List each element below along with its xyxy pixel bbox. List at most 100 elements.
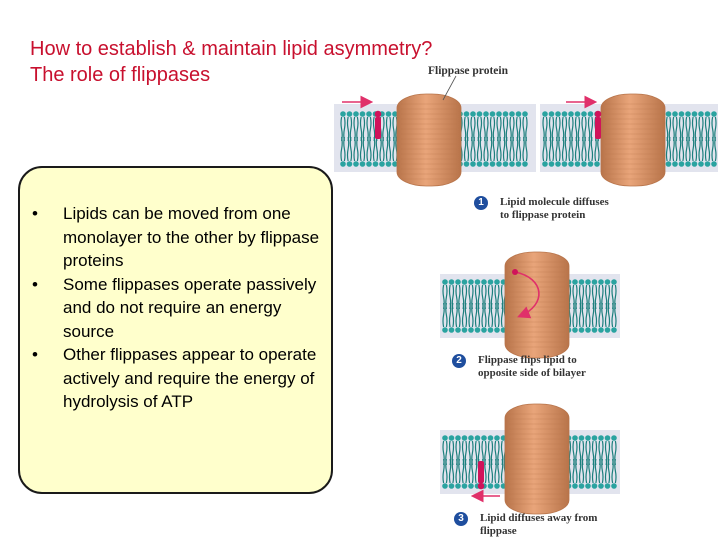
lipid-tail (555, 136, 558, 162)
lipid-tail (353, 136, 356, 162)
lipid-head (598, 327, 604, 333)
lipid-tail (359, 136, 363, 162)
lipid-tail (685, 136, 688, 162)
lipid-head (474, 435, 481, 441)
lipid-head (496, 161, 502, 167)
lipid-tail (473, 136, 476, 162)
lipid-tail (588, 458, 591, 484)
lipid-head (587, 161, 594, 167)
lipid-tail (542, 136, 545, 162)
lipid-tail (442, 458, 445, 484)
lipid-tail (607, 302, 611, 328)
lipid-head (461, 435, 468, 441)
lipid-tail (479, 136, 483, 162)
lipid-head (340, 111, 346, 117)
lipid-head (346, 161, 353, 167)
lipid-head (468, 483, 474, 489)
lipid-tail (597, 136, 600, 162)
lipid-head (487, 327, 494, 333)
lipid-tail (585, 302, 588, 328)
lipid-head (487, 435, 494, 441)
bullet-list: • Lipids can be moved from one monolayer … (32, 202, 322, 414)
lipid-tail (558, 136, 561, 162)
lipid-tail (483, 136, 486, 162)
lipid-tail (499, 136, 502, 162)
lipid-tail (591, 458, 595, 484)
lipid-tail (614, 302, 617, 328)
lipid-head (392, 111, 398, 117)
lipid-tail (575, 458, 578, 484)
lipid-head (487, 279, 494, 285)
lipid-head (442, 327, 448, 333)
lipid-head (591, 483, 598, 489)
lipid-tail (584, 136, 587, 162)
lipid-tail (343, 136, 346, 162)
lipid-head (448, 327, 455, 333)
lipid-head (611, 435, 617, 441)
protein-body (504, 251, 570, 359)
lipid-tail (375, 136, 379, 162)
lipid-tail (471, 302, 474, 328)
lipid-head (578, 435, 585, 441)
lipid-tail (392, 136, 395, 162)
lipid-tail (477, 302, 481, 328)
lipid-head (578, 483, 585, 489)
lipid-tail (451, 458, 455, 484)
lipid-tail (581, 458, 585, 484)
lipid-head (581, 111, 587, 117)
lipid-tail (448, 302, 452, 328)
lipid-tail (614, 458, 617, 484)
lipid-head (698, 111, 704, 117)
lipid-head (481, 435, 487, 441)
lipid-tail (442, 302, 445, 328)
bullet-marker: • (32, 204, 38, 223)
lipid-tail (497, 458, 500, 484)
lipid-tail (594, 458, 598, 484)
lipid-head (474, 279, 481, 285)
lipid-tail (587, 136, 591, 162)
flipped-lipid-tail (478, 461, 484, 483)
lipid-tail (704, 136, 708, 162)
lipid-head (574, 111, 581, 117)
lipid-head (604, 279, 611, 285)
lipid-head (522, 161, 528, 167)
lipid-tail (461, 458, 465, 484)
lipid-tail (340, 136, 343, 162)
protein-label-leader (442, 75, 457, 101)
lipid-tail (372, 136, 376, 162)
lipid-tail (678, 136, 682, 162)
lipid-head (470, 161, 476, 167)
lipid-tail (604, 302, 608, 328)
lipid-tail (474, 458, 478, 484)
lipid-tail (585, 458, 588, 484)
lipid-head (561, 111, 568, 117)
bullet-textbox: • Lipids can be moved from one monolayer … (18, 166, 333, 494)
bullet-text: Lipids can be moved from one monolayer t… (63, 204, 320, 270)
lipid-head (685, 161, 691, 167)
flippase-protein (504, 403, 570, 515)
lipid-tail (494, 302, 497, 328)
lipid-tail (681, 136, 685, 162)
lipid-tail (588, 302, 591, 328)
lipid-head (665, 111, 672, 117)
lipid-head (487, 483, 494, 489)
lipid-head (385, 111, 392, 117)
lipid-tail (366, 136, 369, 162)
lipid-head (691, 111, 698, 117)
lipid-tail (575, 302, 578, 328)
lipid-tail (464, 302, 468, 328)
lipid-tail (518, 136, 522, 162)
lipid-tail (448, 458, 452, 484)
title-line-1: How to establish & maintain lipid asymme… (30, 38, 433, 60)
lipid-tail (346, 136, 350, 162)
lipid-head (572, 327, 578, 333)
lipid-tail (471, 458, 474, 484)
lipid-head (392, 161, 398, 167)
moving-lipid (374, 110, 382, 139)
lipid-head (483, 111, 489, 117)
lipid-tail (522, 136, 525, 162)
lipid-tail (572, 458, 575, 484)
lipid-head (476, 161, 483, 167)
lipid-head (698, 161, 704, 167)
lipid-head (591, 279, 598, 285)
